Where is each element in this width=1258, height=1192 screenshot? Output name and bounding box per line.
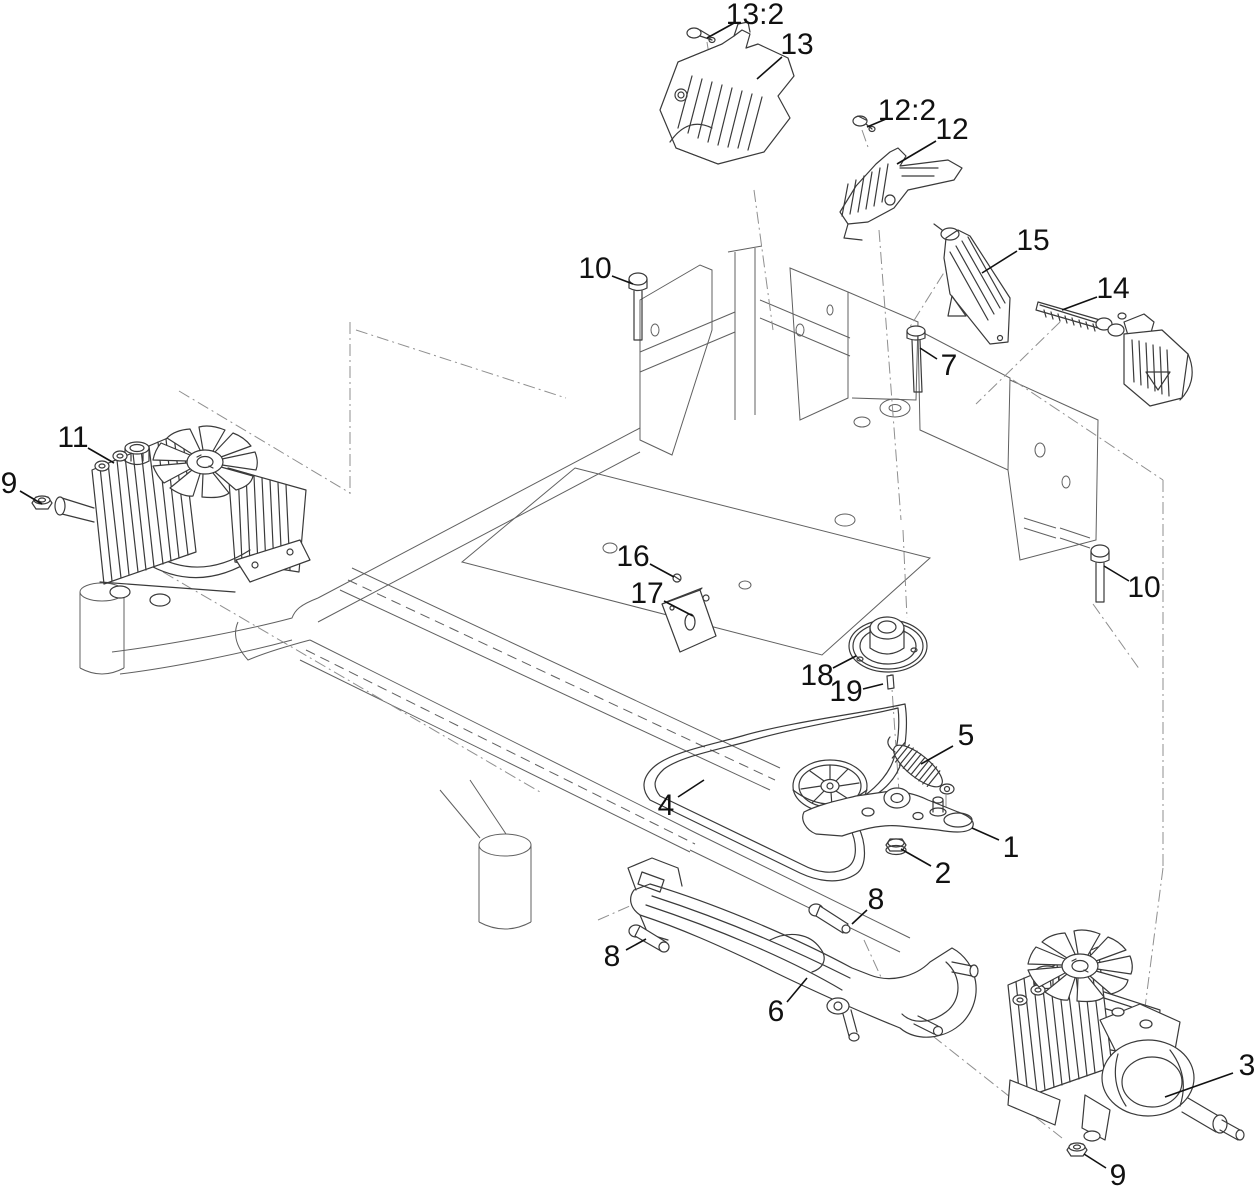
hex-bolt-10-left [628,272,648,341]
leader-line-3-22 [1164,1072,1234,1098]
leader-line-14-5 [1061,296,1098,311]
pump-cover-right-12 [839,147,963,241]
leader-line-11-8 [87,447,115,464]
leader-line-13-2-0 [706,21,737,39]
callout-label-3-22: 3 [1238,1049,1256,1082]
leader-line-7-7 [919,347,938,360]
callout-label-12-2-2: 12:2 [877,94,937,127]
drive-belt-4 [643,703,908,882]
callout-label-5-16: 5 [957,719,975,752]
idler-spokes [800,764,860,808]
comb-bracket-14 [1035,301,1193,407]
flange-nut-2 [885,838,907,856]
callout-label-11-8: 11 [57,421,89,454]
callout-label-14-5: 14 [1096,272,1130,305]
long-bolt-7 [906,325,926,393]
hydro-pump-right-3 [1007,929,1245,1142]
extension-spring-5 [887,736,955,795]
leader-line-2-18 [900,848,932,867]
leader-line-6-21 [786,977,808,1003]
callout-label-8-20: 8 [603,940,621,973]
pump-cover-left-13 [659,21,795,165]
callout-label-10-12: 10 [1127,571,1161,604]
plate-screw-16 [672,573,682,583]
shoulder-bolt-8-left [628,924,670,953]
leader-line-17-11 [663,600,694,617]
hydro-pump-left-11 [54,425,311,607]
callout-label-15-4: 15 [1016,224,1050,257]
callout-label-10-6: 10 [578,252,612,285]
drive-pulley-18 [848,616,928,673]
callout-label-7-7: 7 [940,349,958,382]
callout-label-13-2-0: 13:2 [725,0,785,31]
chassis-frame [79,245,1099,953]
leader-line-9-23 [1083,1153,1107,1169]
leader-line-8-19 [851,909,868,925]
shoulder-bolt-8-right [808,903,851,934]
callout-label-12-3: 12 [935,113,969,146]
leader-line-4-15 [677,779,705,798]
callout-label-18-13: 18 [800,659,834,692]
leader-line-12-2-2 [866,118,887,128]
vented-guard-15 [933,223,1011,345]
leader-line-16-10 [649,563,675,578]
leader-line-9-9 [19,490,43,505]
leader-line-19-14 [862,683,884,690]
belt-guard-6 [627,857,979,1042]
callout-label-8-19: 8 [867,883,885,916]
callout-label-4-15: 4 [657,789,675,822]
callout-label-9-9: 9 [0,467,18,500]
callout-label-17-11: 17 [630,577,664,610]
leader-line-10-6 [611,275,634,285]
callout-label-9-23: 9 [1109,1159,1127,1192]
hex-bolt-10-right [1090,544,1110,603]
woodruff-key-19 [886,674,895,690]
flange-nut-9-left [31,495,53,510]
leader-line-10-12 [1103,565,1130,582]
shield-plate-17 [661,587,717,653]
callout-label-13-1: 13 [780,28,814,61]
leader-line-5-16 [920,745,954,765]
cover-mount-screw-12-2 [852,115,876,133]
leader-line-15-4 [981,250,1018,274]
leader-line-1-17 [971,827,1000,841]
callout-label-16-10: 16 [616,540,650,573]
callout-label-2-18: 2 [934,857,952,890]
callout-leader-lines [19,21,1234,1169]
leader-line-12-3 [896,140,937,165]
leader-line-8-20 [625,938,647,951]
callout-label-19-14: 19 [829,675,863,708]
cover-mount-screw-13-2 [686,27,716,44]
idler-arm-1 [802,787,974,837]
callout-label-1-17: 1 [1002,831,1020,864]
leader-line-13-1 [756,56,783,80]
leader-line-18-13 [832,655,857,669]
callout-label-6-21: 6 [767,995,785,1028]
